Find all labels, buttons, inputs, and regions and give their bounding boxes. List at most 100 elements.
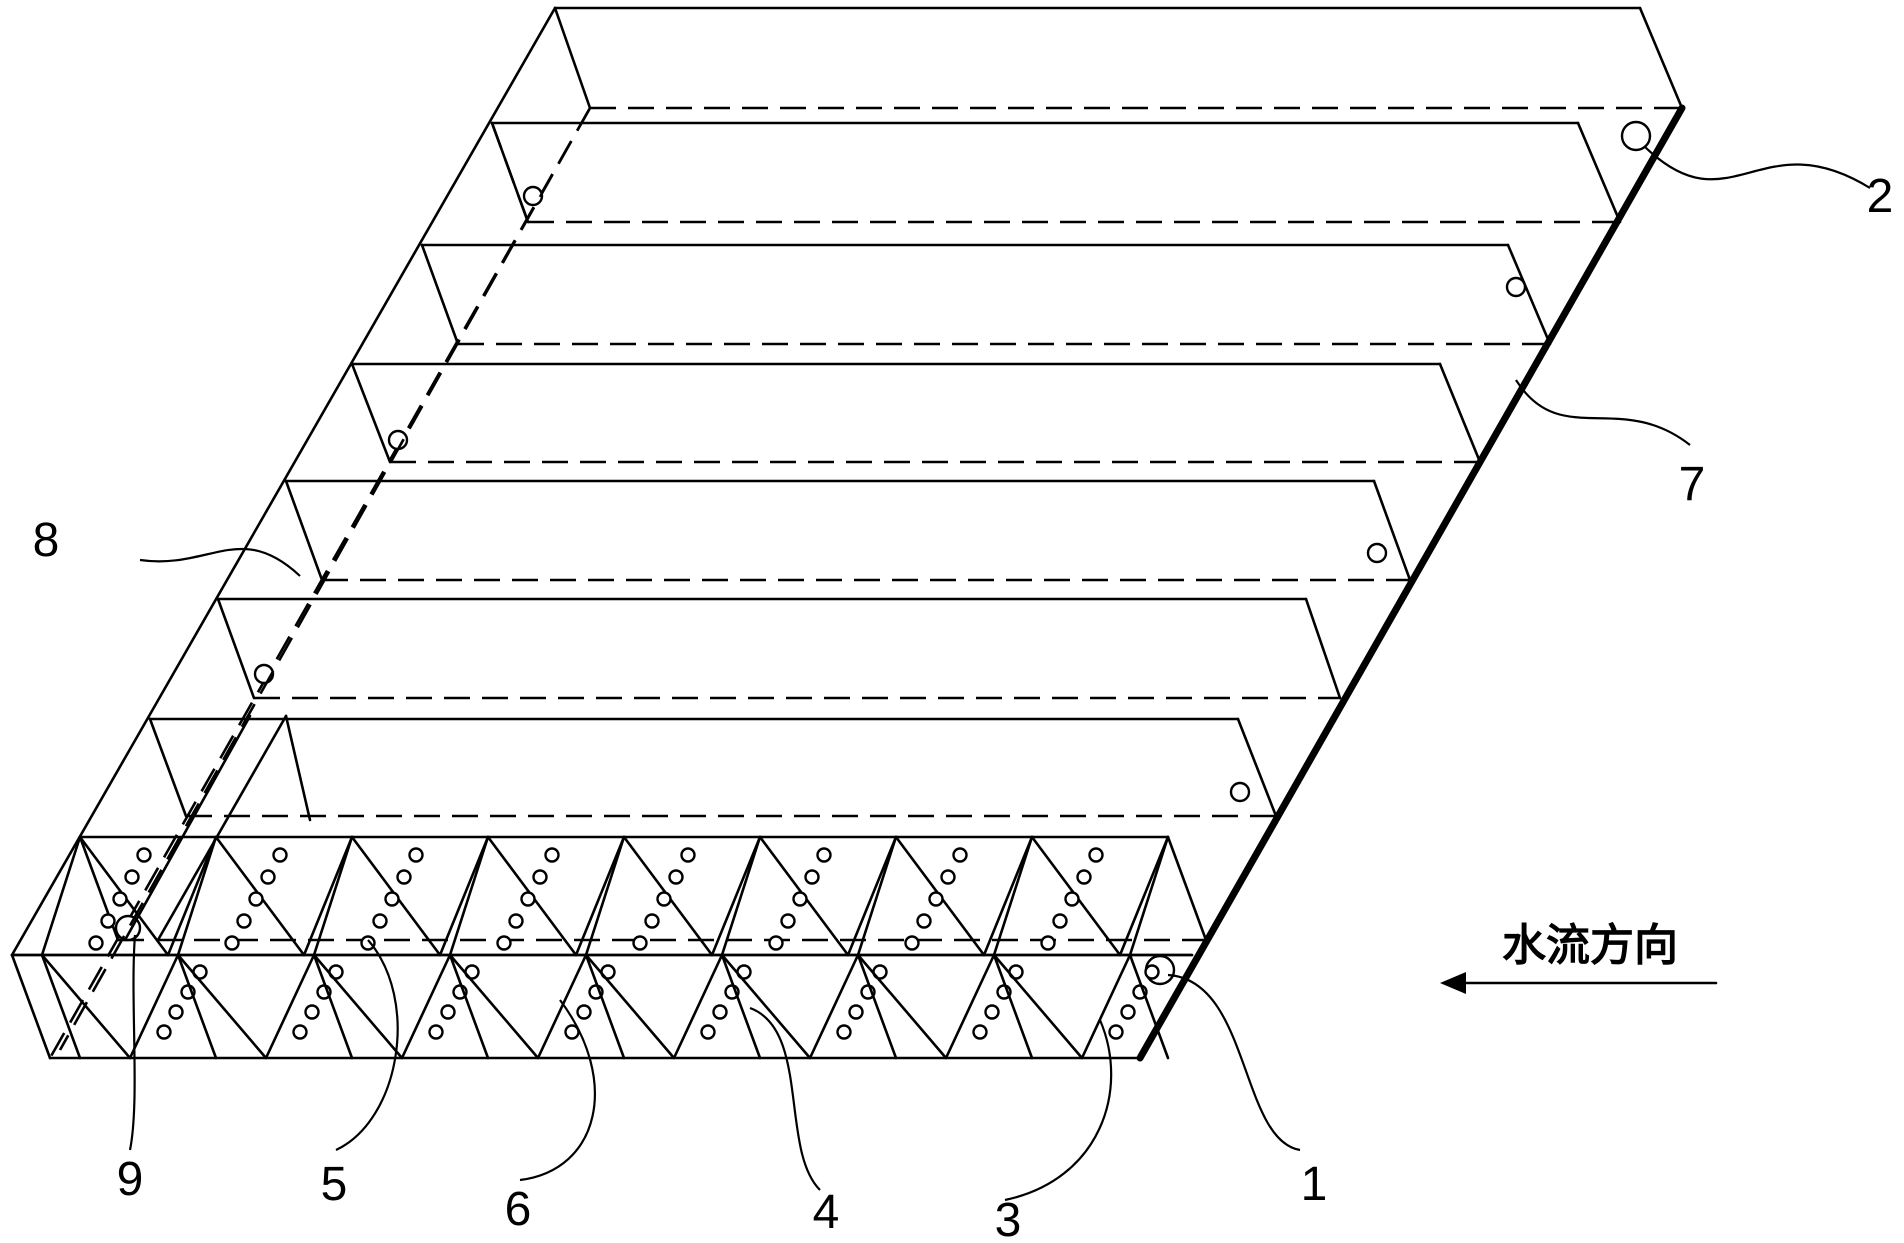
- baffle-edge: [40, 835, 82, 957]
- perforation-hole: [972, 1024, 988, 1040]
- flow-direction-label: 水流方向: [1502, 921, 1678, 970]
- baffle-plate: [536, 953, 588, 1060]
- perforation-hole: [544, 847, 560, 863]
- perforation-hole: [984, 1004, 1000, 1020]
- overflow-hole: [1505, 276, 1527, 298]
- perforation-hole: [668, 869, 684, 885]
- callout-2: 2: [1867, 170, 1894, 223]
- perforation-hole: [260, 869, 276, 885]
- baffle-edge: [992, 835, 1034, 957]
- perforation-hole: [952, 847, 968, 863]
- perforation-hole: [156, 1024, 172, 1040]
- tank-side-wall: [1136, 104, 1686, 1062]
- diagonal-pipe: [58, 107, 592, 1051]
- baffle-edge: [176, 835, 218, 957]
- overflow-hole: [1229, 781, 1251, 803]
- callout-7: 7: [1679, 458, 1706, 511]
- leader-3: [1004, 1019, 1113, 1202]
- baffle-plate: [1080, 953, 1132, 1060]
- perforation-hole: [396, 869, 412, 885]
- baffle-edge: [312, 835, 354, 957]
- baffle-edge: [720, 953, 762, 1060]
- perforation-hole: [836, 1024, 852, 1040]
- baffle-edge: [176, 953, 218, 1060]
- perforation-hole: [520, 891, 536, 907]
- baffle-plate: [1118, 835, 1170, 957]
- baffle-plate: [992, 953, 1084, 1060]
- leader-6: [519, 999, 596, 1182]
- leader-9: [128, 934, 137, 1151]
- baffle-plate: [720, 953, 812, 1060]
- perforation-hole: [1064, 891, 1080, 907]
- perforation-hole: [236, 913, 252, 929]
- perforation-hole: [1040, 935, 1056, 951]
- leader-lines: [128, 145, 1871, 1202]
- callout-6: 6: [505, 1183, 532, 1236]
- perforation-hole: [532, 869, 548, 885]
- baffle-plate: [944, 953, 996, 1060]
- perforation-hole: [792, 891, 808, 907]
- baffle-edge: [448, 953, 490, 1060]
- perforation-hole: [112, 891, 128, 907]
- callout-3: 3: [995, 1194, 1022, 1243]
- flow-direction: 水流方向: [1440, 921, 1718, 994]
- perforation-hole: [1088, 847, 1104, 863]
- baffle-edge: [856, 953, 898, 1060]
- baffle-edge: [1128, 835, 1170, 957]
- callout-labels: 1 2 3 4 5 6 7 8 9: [33, 170, 1894, 1243]
- baffle-plate: [264, 953, 316, 1060]
- perforation-hole: [428, 1024, 444, 1040]
- baffle-plate: [672, 953, 724, 1060]
- perforation-hole: [632, 935, 648, 951]
- perforation-hole: [680, 847, 696, 863]
- overflow-hole: [1366, 542, 1388, 564]
- baffle-plate: [312, 953, 404, 1060]
- baffle-plate: [166, 835, 218, 957]
- perforation-hole: [372, 913, 388, 929]
- perforation-hole: [440, 1004, 456, 1020]
- baffle-edge: [448, 835, 490, 957]
- leader-4: [749, 1006, 821, 1191]
- baffle-edge: [40, 953, 82, 1060]
- partition-ribs: [78, 106, 1682, 942]
- baffle-plate: [846, 835, 898, 957]
- perforation-hole: [780, 913, 796, 929]
- perforation-hole: [272, 847, 288, 863]
- perforation-hole: [1144, 964, 1160, 980]
- baffle-plate: [448, 953, 540, 1060]
- perforation-hole: [136, 847, 152, 863]
- baffle-edge: [312, 953, 354, 1060]
- perforation-hole: [224, 935, 240, 951]
- callout-9: 9: [117, 1153, 144, 1206]
- perforation-hole: [1120, 1004, 1136, 1020]
- left-arrow-icon: [1440, 972, 1718, 994]
- perforation-hole: [360, 935, 376, 951]
- perforation-hole: [1108, 1024, 1124, 1040]
- leader-2: [1643, 145, 1871, 189]
- perforation-hole: [768, 935, 784, 951]
- baffle-row: [10, 835, 1194, 1060]
- perforation-hole: [1052, 913, 1068, 929]
- baffle-plate: [584, 953, 676, 1060]
- baffle-plate: [574, 835, 626, 957]
- perforation-hole: [1076, 869, 1092, 885]
- baffle-edge: [720, 835, 762, 957]
- callout-8: 8: [33, 514, 60, 567]
- perforation-hole: [496, 935, 512, 951]
- perforation-hole: [292, 1024, 308, 1040]
- perforation-hole: [804, 869, 820, 885]
- baffle-plate: [128, 953, 180, 1060]
- perforation-hole: [508, 913, 524, 929]
- baffle-plate: [982, 835, 1034, 957]
- perforation-hole: [124, 869, 140, 885]
- baffle-edge: [584, 953, 626, 1060]
- baffle-edge: [856, 835, 898, 957]
- perforation-hole: [576, 1004, 592, 1020]
- baffle-plate: [710, 835, 762, 957]
- perforation-hole: [248, 891, 264, 907]
- baffle-plate: [40, 953, 132, 1060]
- leader-5: [335, 939, 399, 1151]
- baffle-plate: [302, 835, 354, 957]
- perforation-hole: [700, 1024, 716, 1040]
